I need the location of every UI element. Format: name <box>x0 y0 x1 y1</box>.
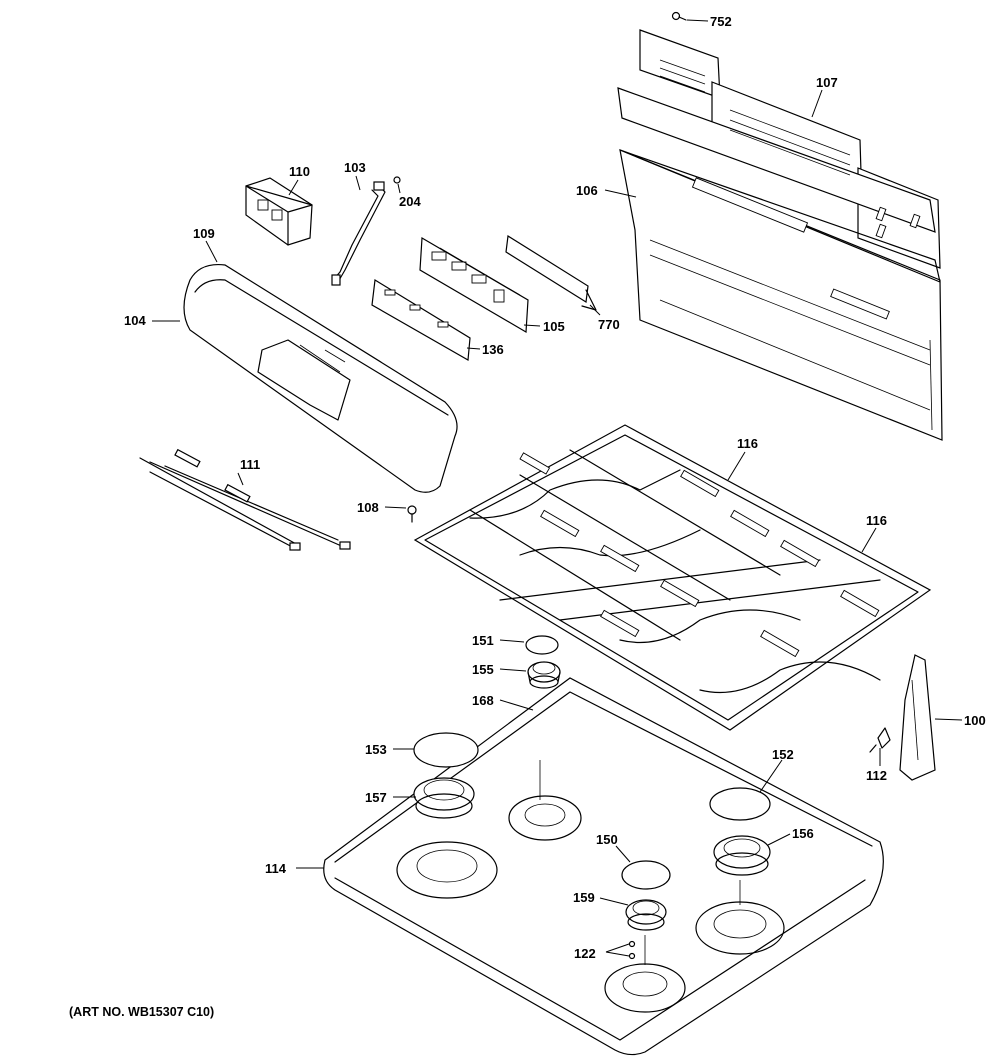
callout-116-top: 116 <box>737 436 758 451</box>
callout-103: 103 <box>344 160 366 175</box>
callout-107: 107 <box>816 75 838 90</box>
callout-108: 108 <box>357 500 379 515</box>
screws-122 <box>628 940 636 960</box>
callout-109: 109 <box>193 226 215 241</box>
callout-116-right: 116 <box>866 513 887 528</box>
callout-151: 151 <box>472 633 494 648</box>
screw-108 <box>407 505 417 523</box>
backsplash-panel-107 <box>617 29 941 269</box>
callout-159: 159 <box>573 890 595 905</box>
callout-111: 111 <box>240 457 260 472</box>
art-number: (ART NO. WB15307 C10) <box>69 1005 214 1019</box>
callout-122: 122 <box>574 946 596 961</box>
burner-cap-150 <box>621 860 671 890</box>
callout-155: 155 <box>472 662 494 677</box>
callout-106: 106 <box>576 183 598 198</box>
burner-cap-151 <box>525 635 559 655</box>
callout-157: 157 <box>365 790 387 805</box>
leader-lines <box>152 19 963 957</box>
grates-116 <box>413 424 932 731</box>
cooktop-114 <box>323 677 884 1056</box>
overlay-136 <box>371 279 471 361</box>
callout-752: 752 <box>710 14 732 29</box>
clip-112 <box>869 727 891 753</box>
callout-100: 100 <box>964 713 986 728</box>
bracket-770 <box>505 234 597 311</box>
backsplash-panel-106 <box>619 149 943 441</box>
burner-head-157 <box>413 777 475 819</box>
callout-152: 152 <box>772 747 794 762</box>
burner-head-155 <box>527 661 561 689</box>
callout-168: 168 <box>472 693 494 708</box>
callout-156: 156 <box>792 826 814 841</box>
harness-111 <box>139 448 351 551</box>
callout-104: 104 <box>124 313 146 328</box>
control-board-105 <box>419 236 529 334</box>
callout-204: 204 <box>399 194 421 209</box>
callout-114: 114 <box>265 861 287 876</box>
callout-150: 150 <box>596 832 618 847</box>
burner-head-159 <box>625 899 667 931</box>
screw-752 <box>671 11 687 21</box>
callout-105: 105 <box>543 319 565 334</box>
burner-head-156 <box>713 835 771 876</box>
side-trim-100 <box>899 654 936 781</box>
harness-103 <box>331 181 386 286</box>
callout-770: 770 <box>598 317 620 332</box>
control-panel-104 <box>183 263 458 493</box>
bracket-110 <box>245 177 313 246</box>
burner-cap-153 <box>413 732 479 768</box>
callout-136: 136 <box>482 342 504 357</box>
screw-204 <box>393 176 401 184</box>
callout-112: 112 <box>866 768 887 783</box>
callout-110: 110 <box>289 164 310 179</box>
burner-cap-152 <box>709 787 771 821</box>
callout-153: 153 <box>365 742 387 757</box>
